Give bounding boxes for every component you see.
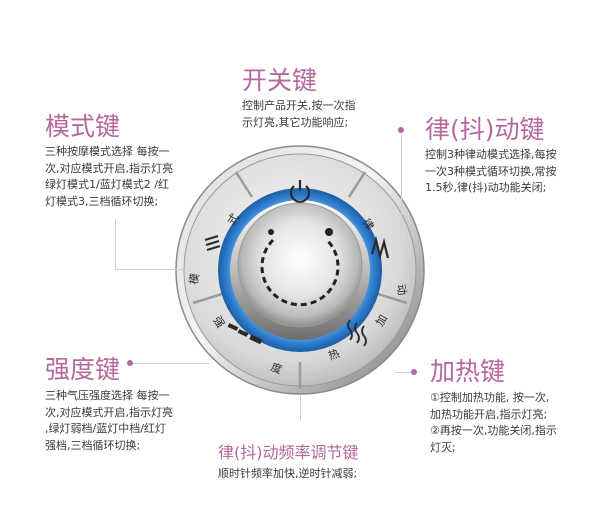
leader-intensity: [130, 363, 210, 364]
seg-label-heat-b: 热: [327, 347, 342, 363]
desc-line: 加热功能开启,指示灯亮;: [430, 407, 548, 421]
heat-waves-icon[interactable]: [347, 319, 367, 347]
desc-line: 示灯亮,其它功能响应;: [242, 115, 349, 129]
knob-min-dot: [268, 229, 274, 235]
seg-label-rhythm-b: 动: [394, 283, 409, 296]
dot-intensity: [127, 360, 133, 366]
desc-line: 次,对应模式开启,指示灯亮: [45, 405, 173, 419]
rhythm-key-desc: 控制3种律动模式选择,每按 一次3种模式循环切换,常按 1.5秒,律(抖)动功能…: [425, 147, 557, 197]
desc-line: 三种气压强度选择 每按一: [45, 389, 170, 402]
intensity-key-desc: 三种气压强度选择 每按一 次,对应模式开启,指示灯亮 ,绿灯弱档/蓝灯中档/红灯…: [45, 388, 173, 454]
knob-max-dot: [325, 228, 333, 236]
three-lines-icon[interactable]: [204, 235, 221, 251]
desc-line: ,绿灯弱档/蓝灯中档/红灯: [45, 422, 166, 435]
leader-mode-horizontal: [115, 269, 185, 270]
desc-line: ①控制加热功能, 按一次,: [430, 391, 550, 404]
heat-key-title: 加热键: [430, 357, 506, 386]
knob-title: 律(抖)动频率调节键: [218, 443, 359, 462]
leader-rhythm: [401, 135, 402, 245]
dot-rhythm: [398, 127, 404, 133]
desc-line: 灯灭;: [430, 440, 456, 454]
knob-desc: 顺时针频率加快,逆时针减弱;: [218, 466, 357, 483]
heat-key-desc: ①控制加热功能, 按一次, 加热功能开启,指示灯亮; ②再按一次,功能关闭,指示…: [430, 390, 557, 456]
desc-line: 灯模式3,三档循环切换;: [45, 194, 159, 208]
knob-scale-arc: [260, 238, 340, 307]
intensity-key-title: 强度键: [45, 355, 121, 384]
segment-separators: [192, 171, 408, 389]
leader-knob: [300, 395, 301, 420]
desc-line: 顺时针频率加快,逆时针减弱;: [218, 467, 358, 480]
desc-line: 控制3种律动模式选择,每按: [425, 148, 557, 161]
zigzag-wave-icon[interactable]: [370, 235, 390, 261]
mode-key-desc: 三种按摩模式选择 每按一 次,对应模式开启,指示灯亮 绿灯模式1/蓝灯模式2 /…: [45, 144, 173, 210]
desc-line: 三种按摩模式选择 每按一: [45, 145, 170, 158]
seg-label-strength-b: 度: [269, 360, 284, 377]
dot-heat: [411, 369, 417, 375]
mode-key-title: 模式键: [45, 112, 121, 141]
desc-line: 一次3种模式循环切换,常按: [425, 164, 557, 178]
desc-line: 1.5秒,律(抖)动功能关闭;: [425, 181, 547, 194]
rhythm-key-title: 律(抖)动键: [425, 115, 545, 144]
leader-heat: [395, 372, 415, 373]
desc-line: 次,对应模式开启,指示灯亮: [45, 161, 173, 175]
seg-label-mode-b: 模: [187, 272, 202, 285]
leader-mode-vertical: [115, 219, 116, 269]
frequency-knob[interactable]: [237, 202, 363, 328]
power-key-title: 开关键: [242, 66, 318, 95]
power-key-desc: 控制产品开关,按一次指 示灯亮,其它功能响应;: [242, 98, 356, 131]
level-bars-icon[interactable]: [227, 323, 263, 345]
power-icon[interactable]: [289, 180, 311, 203]
desc-line: 控制产品开关,按一次指: [242, 99, 356, 112]
desc-line: 绿灯模式1/蓝灯模式2 /红: [45, 178, 169, 191]
desc-line: 强档,三档循环切换;: [45, 438, 141, 452]
desc-line: ②再按一次,功能关闭,指示: [430, 424, 557, 437]
